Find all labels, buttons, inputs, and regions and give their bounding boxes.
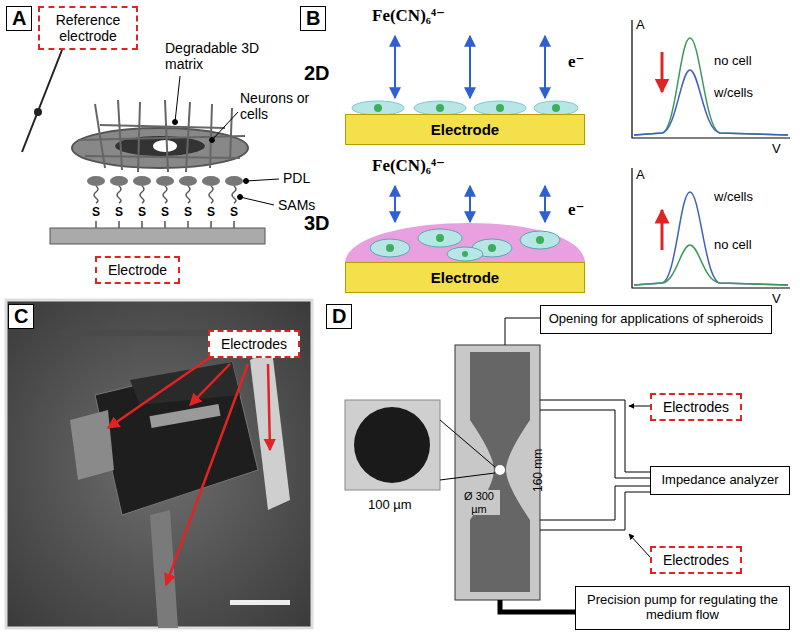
axis-label: A [636,18,645,33]
panel-letter: B [300,6,326,31]
sulfur-atom: S [184,206,192,220]
sulfur-atom: S [230,206,238,220]
part-label: PDL [283,170,310,186]
node-text: Electrode [108,262,167,278]
dimension-label: Ø 300 µm [458,490,500,515]
dimension-label: 160 mm [532,449,546,492]
node-text: Electrodes [663,399,729,415]
sulfur-atom: S [161,206,169,220]
node-text: Impedance analyzer [661,472,778,487]
node-text: Electrode [431,121,499,138]
process-box: Opening for applications of spheroids [540,305,772,334]
sulfur-atom: S [138,206,146,220]
sem-image [6,300,312,628]
axis-label: V [772,292,781,307]
electrode-bar: Electrode [345,262,585,293]
curve-label: w/cells [714,190,753,205]
electron-label: e⁻ [568,52,585,72]
node-text: Opening for applications of spheroids [549,311,764,326]
axis-label: V [772,142,781,157]
node-text: Electrodes [663,552,729,568]
mode-label: 2D [304,62,330,85]
dimension-label: 100 µm [368,498,412,513]
part-label: Degradable 3D matrix [165,40,270,72]
panel-b-art [345,20,790,288]
chemical-label: Fe(CN)₆⁴⁻ [372,6,445,26]
sulfur-atom: S [115,206,123,220]
curve-label: no cell [714,54,752,69]
part-label: Neurons or cells [240,90,312,122]
part-label: SAMs [278,197,315,213]
node-text: Electrodes [221,336,287,352]
sulfur-atom: S [207,206,215,220]
mode-label: 3D [304,212,330,235]
process-box: Impedance analyzer [650,466,790,495]
node-text: Reference electrode [56,12,121,44]
node-text: Electrode [431,269,499,286]
panel-letter: A [6,6,32,31]
panel-a-art [22,50,279,244]
axis-label: A [636,168,645,183]
curve-label: no cell [714,238,752,253]
electrode-bar: Electrode [345,114,585,145]
callout-box: Electrodes [650,393,742,421]
panel-d-art [345,318,650,612]
panel-letter: C [8,304,34,329]
process-box: Precision pump for regulating the medium… [575,586,790,630]
electron-label: e⁻ [568,200,585,220]
callout-box: Electrodes [650,546,742,574]
chemical-label: Fe(CN)₆⁴⁻ [372,156,445,176]
callout-box: Electrodes [208,330,300,358]
panel-letter: D [326,304,352,329]
callout-box: Electrode [95,256,180,284]
sulfur-atom: S [92,206,100,220]
callout-box: Reference electrode [38,6,138,50]
node-text: Precision pump for regulating the medium… [587,592,778,622]
curve-label: w/cells [714,86,753,101]
